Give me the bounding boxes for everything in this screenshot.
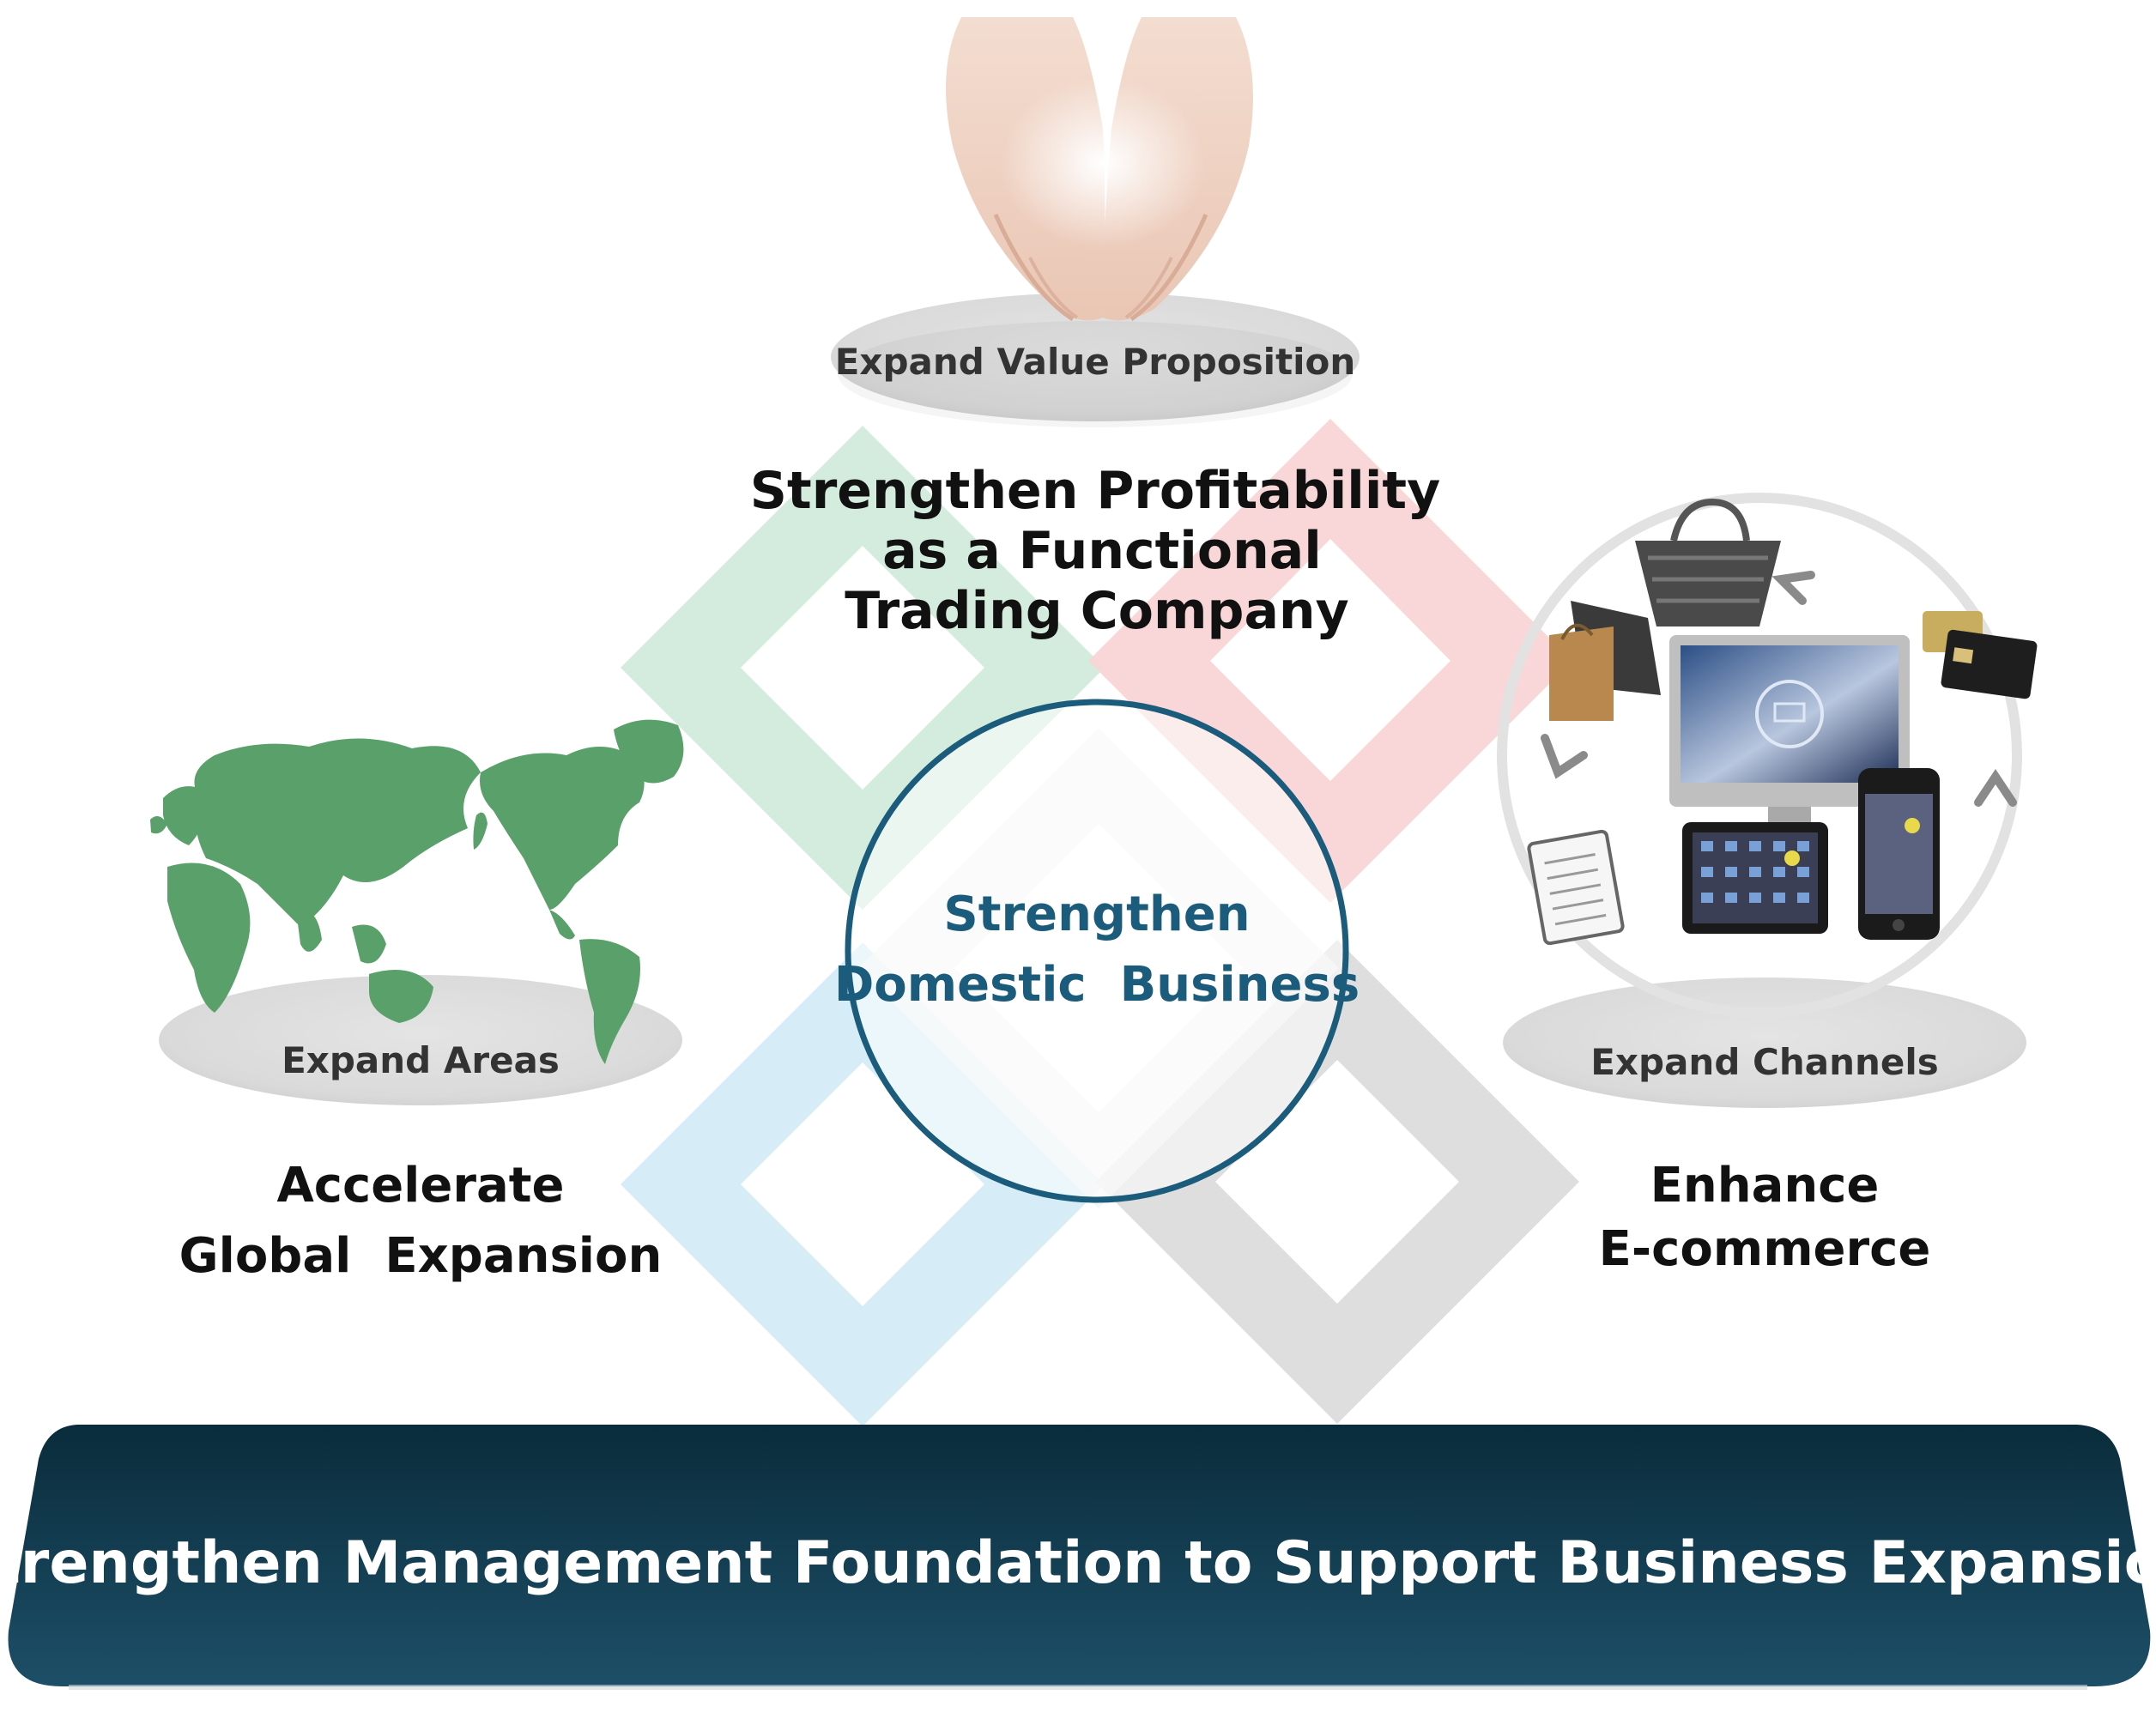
left-heading-line-1: Accelerate [276, 1158, 564, 1214]
ecommerce-devices-icon [1497, 493, 2038, 1018]
cycle-arrow-right [1974, 768, 2017, 807]
center-circle [845, 699, 1349, 1203]
shopping-basket-icon [1635, 498, 1781, 626]
cupped-hands-icon [946, 17, 1253, 322]
top-heading-line-2: as a Functional [882, 521, 1322, 581]
right-pedestal [1503, 978, 2026, 1108]
world-map-icon [150, 719, 684, 1064]
left-pedestal-label: Expand Areas [282, 1039, 560, 1081]
credit-cards-icon [1923, 611, 2038, 699]
top-pedestal-label: Expand Value Proposition [835, 341, 1356, 383]
center-line-1: Strengthen [943, 887, 1250, 942]
monitor-icon [1669, 635, 1910, 858]
top-section: Expand Value Proposition Strengthen Prof… [750, 17, 1440, 641]
foundation-shape [8, 1425, 2151, 1686]
cycle-arrow-top [1771, 571, 1815, 605]
top-heading-line-1: Strengthen Profitability [750, 461, 1440, 521]
smartphone-icon [1858, 768, 1940, 940]
right-heading-line-1: Enhance [1650, 1158, 1880, 1214]
top-heading-line-3: Trading Company [845, 581, 1349, 641]
foundation-label: Strengthen Management Foundation to Supp… [0, 1529, 2156, 1597]
left-pedestal [159, 975, 682, 1105]
center-line-2: Domestic Business [834, 957, 1360, 1013]
clipboard-icon [1527, 829, 1625, 946]
shopping-bags-icon [1549, 601, 1661, 721]
right-heading-line-2: E-commerce [1599, 1221, 1931, 1277]
top-pedestal [831, 293, 1360, 421]
foundation-band: Strengthen Management Foundation to Supp… [0, 1425, 2156, 1690]
left-section: Expand Areas Accelerate Global Expansion [150, 719, 684, 1284]
center-circle-group: Strengthen Domestic Business [834, 699, 1360, 1203]
cycle-arrow-left [1541, 734, 1588, 779]
right-pedestal-label: Expand Channels [1590, 1041, 1939, 1083]
right-section: Expand Channels Enhance E-commerce [1497, 493, 2038, 1277]
tablet-icon [1682, 822, 1828, 934]
left-heading-line-2: Global Expansion [179, 1228, 663, 1284]
